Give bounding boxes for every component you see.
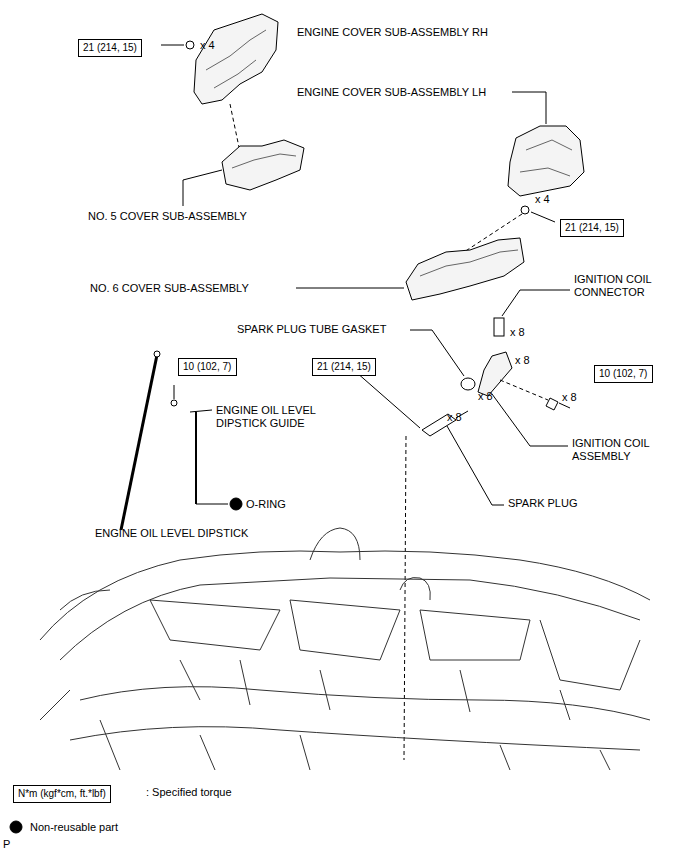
part-label: SPARK PLUG [508,497,578,510]
part-label: x 8 [510,326,525,339]
part-label: P [3,838,10,851]
part-label: ENGINE OIL LEVEL DIPSTICK GUIDE [216,404,356,430]
legend-text: Non-reusable part [30,821,118,834]
part-label: x 8 [515,354,530,367]
torque-box: N*m (kgf*cm, ft.*lbf) [13,785,111,803]
part-label: x 8 [478,390,493,403]
torque-value: 10 (102, 7) [599,368,647,379]
part-label: x 4 [535,193,550,206]
part-label: x 8 [447,411,462,424]
torque-box: 10 (102, 7) [594,365,653,383]
part-label: ENGINE OIL LEVEL DIPSTICK [95,527,248,540]
legend-text: : Specified torque [146,786,232,799]
torque-value: 21 (214, 15) [565,222,619,233]
part-label: SPARK PLUG TUBE GASKET [237,323,386,336]
torque-box: 21 (214, 15) [312,358,376,376]
part-label: NO. 5 COVER SUB-ASSEMBLY [88,210,247,223]
part-label: O-RING [246,498,286,511]
torque-box: 21 (214, 15) [560,219,624,237]
part-label: x 4 [200,39,215,52]
part-label: NO. 6 COVER SUB-ASSEMBLY [90,282,249,295]
part-label: ENGINE COVER SUB-ASSEMBLY LH [297,86,486,99]
part-label: x 8 [562,391,577,404]
part-label: IGNITION COIL ASSEMBLY [572,437,672,463]
torque-box: 10 (102, 7) [178,358,237,376]
torque-value: 21 (214, 15) [317,361,371,372]
torque-box: 21 (214, 15) [78,39,142,57]
torque-value: 10 (102, 7) [183,361,231,372]
part-label: ENGINE COVER SUB-ASSEMBLY RH [297,26,488,39]
part-label: IGNITION COIL CONNECTOR [574,273,674,299]
torque-value: N*m (kgf*cm, ft.*lbf) [18,788,106,799]
torque-value: 21 (214, 15) [83,42,137,53]
